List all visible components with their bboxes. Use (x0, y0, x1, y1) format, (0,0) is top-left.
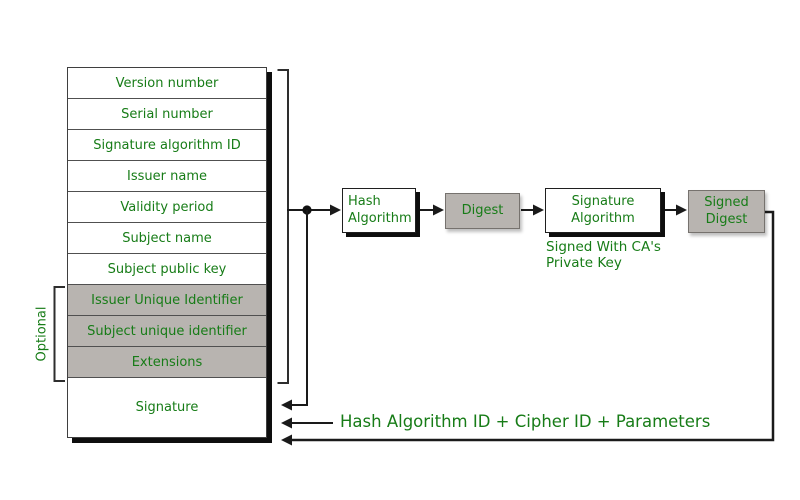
field-row-subject-public-key: Subject public key (68, 254, 266, 285)
field-row-issuer-unique-identifier: Issuer Unique Identifier (68, 285, 266, 316)
signed-digest-label-line1: Signed (704, 195, 749, 211)
signed-with-ca-note-line1: Signed With CA's (546, 239, 661, 255)
hash-algorithm-label-line2: Algorithm (348, 210, 412, 226)
field-label: Signature (135, 400, 199, 415)
signature-contents-annotation: Hash Algorithm ID + Cipher ID + Paramete… (340, 412, 711, 431)
field-label: Serial number (121, 106, 213, 122)
digest-label: Digest (461, 202, 504, 218)
signature-algorithm-label-line1: Signature (571, 194, 635, 210)
field-label: Issuer Unique Identifier (91, 292, 243, 308)
signature-algorithm-box: Signature Algorithm (545, 188, 661, 233)
digest-box: Digest (445, 193, 520, 229)
field-label: Signature algorithm ID (93, 137, 241, 153)
field-label: Subject public key (107, 261, 227, 277)
field-row-validity-period: Validity period (68, 192, 266, 223)
field-row-extensions: Extensions (68, 347, 266, 378)
field-label: Extensions (131, 354, 203, 370)
signed-digest-label-line2: Digest (705, 211, 748, 227)
signed-digest-box: Signed Digest (688, 190, 765, 233)
arrowhead-into-signeddigest (676, 204, 687, 216)
wire-junction-to-signature (292, 210, 308, 406)
field-row-subject-unique-identifier: Subject unique identifier (68, 316, 266, 347)
arrowhead-into-digest (433, 204, 444, 216)
optional-label: Optional (34, 306, 50, 362)
field-label: Subject unique identifier (87, 323, 247, 339)
field-row-signature: Signature (68, 378, 266, 437)
certificate-structure-table: Version number Serial number Signature a… (67, 67, 267, 438)
field-row-subject-name: Subject name (68, 223, 266, 254)
arrowhead-into-signature-2 (281, 417, 292, 429)
signed-with-ca-note: Signed With CA's Private Key (546, 239, 661, 272)
signature-algorithm-label-line2: Algorithm (571, 210, 635, 226)
field-row-signature-algorithm-id: Signature algorithm ID (68, 130, 266, 161)
fields-bracket (277, 69, 289, 384)
optional-bracket (53, 286, 65, 382)
arrowhead-into-signature-1 (281, 399, 292, 411)
field-label: Subject name (122, 230, 212, 246)
signed-with-ca-note-line2: Private Key (546, 255, 622, 272)
field-label: Validity period (120, 199, 214, 215)
field-label: Issuer name (127, 168, 207, 184)
field-row-serial-number: Serial number (68, 99, 266, 130)
field-row-issuer-name: Issuer name (68, 161, 266, 192)
arrowhead-into-hash (330, 204, 341, 216)
wire-signeddigest-to-signature (292, 210, 775, 442)
field-label: Version number (115, 75, 219, 91)
hash-algorithm-label-line1: Hash (348, 194, 381, 210)
hash-algorithm-box: Hash Algorithm (342, 188, 416, 233)
field-row-version-number: Version number (68, 68, 266, 99)
arrowhead-into-sigalg (533, 204, 544, 216)
arrowhead-into-signature-3 (281, 434, 292, 446)
